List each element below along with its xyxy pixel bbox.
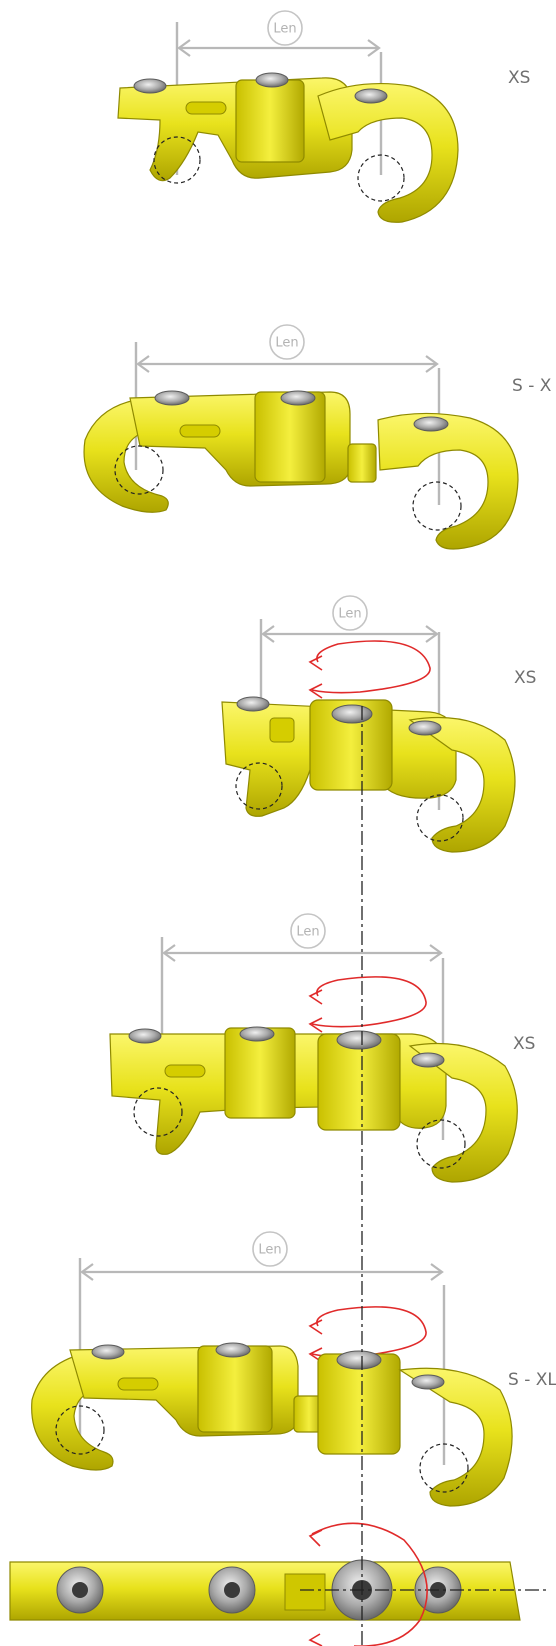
screw-icon <box>255 72 289 88</box>
size-label-2: S - X <box>512 376 552 396</box>
screw-icon <box>336 1350 382 1370</box>
connector-top-view <box>9 1522 550 1646</box>
len-label-3: Len <box>338 607 361 622</box>
screw-icon <box>280 390 316 406</box>
len-label-1: Len <box>273 22 296 37</box>
rod-outline <box>416 794 464 842</box>
rotation-arrow-icon <box>308 1522 428 1646</box>
connector-5: Len S - XL <box>31 1231 556 1507</box>
screw-icon <box>331 704 373 724</box>
screw-icon <box>91 1344 125 1360</box>
size-label-4: XS <box>513 1034 535 1054</box>
connector-3: Len XS <box>221 595 536 853</box>
screw-icon <box>411 1374 445 1390</box>
rotation-arrow-icon <box>308 976 427 1033</box>
rod-outline <box>357 154 405 202</box>
screw-icon <box>239 1026 275 1042</box>
rod-outline <box>412 481 462 531</box>
len-label-4: Len <box>296 925 319 940</box>
rod-outline <box>416 1119 466 1169</box>
rod-outline <box>55 1405 105 1455</box>
screw-icon <box>408 720 442 736</box>
rod-outline <box>133 1087 183 1137</box>
rod-outline <box>419 1443 469 1493</box>
screw-icon <box>354 88 388 104</box>
screw-icon <box>411 1052 445 1068</box>
size-label-5: S - XL <box>508 1370 556 1390</box>
length-dimension-1: Len <box>175 10 383 175</box>
screw-icon <box>133 78 167 94</box>
size-label-3: XS <box>514 668 536 688</box>
screw-icon <box>413 416 449 432</box>
rotation-arrow-icon <box>308 640 431 699</box>
rod-outline <box>153 136 201 184</box>
connector-4: Len XS <box>109 913 535 1183</box>
connector-1: Len XS <box>117 10 530 223</box>
connector-2: Len S - X <box>83 324 552 550</box>
rod-outline <box>235 762 283 810</box>
size-label-1: XS <box>508 68 530 88</box>
screw-icon <box>336 1030 382 1050</box>
screw-icon <box>236 696 270 712</box>
screw-icon <box>154 390 190 406</box>
screw-icon <box>128 1028 162 1044</box>
len-label-5: Len <box>258 1243 281 1258</box>
len-label-2: Len <box>275 336 298 351</box>
screw-icon <box>215 1342 251 1358</box>
rod-outline <box>114 445 164 495</box>
